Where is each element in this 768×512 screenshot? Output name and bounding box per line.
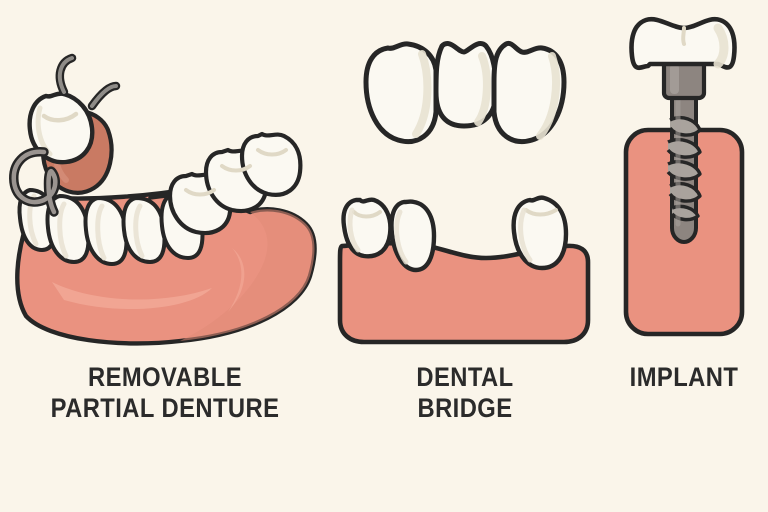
metal-clasp-arm-upper — [55, 53, 77, 97]
bridge-crown-left — [363, 41, 439, 144]
removable-partial-denture-illustration — [9, 53, 317, 346]
threaded-screw-post — [666, 90, 702, 244]
abutment-tooth-right — [389, 199, 437, 273]
metal-clasp-arm-lower — [87, 81, 121, 111]
label-dental-implant: IMPLANT — [629, 362, 739, 392]
bridge-crown-right — [491, 40, 567, 144]
abutment-tooth-left — [341, 197, 393, 259]
bridge-crown-center-pontic — [433, 41, 499, 129]
dental-bridge-illustration — [337, 40, 591, 345]
panel-removable-partial-denture: REMOVABLE PARTIAL DENTURE — [0, 0, 330, 512]
metal-retainer-hook — [9, 147, 61, 217]
panel-dental-implant: IMPLANT — [600, 0, 768, 512]
implant-crown — [629, 16, 737, 71]
label-removable-partial-denture: REMOVABLE PARTIAL DENTURE — [50, 362, 280, 424]
label-dental-bridge: DENTAL BRIDGE — [416, 362, 514, 424]
panel-dental-bridge: DENTAL BRIDGE — [330, 0, 600, 512]
dental-implant-illustration — [623, 16, 745, 337]
abutment-tooth-far-right — [511, 195, 569, 271]
posterior-molars — [167, 131, 303, 236]
